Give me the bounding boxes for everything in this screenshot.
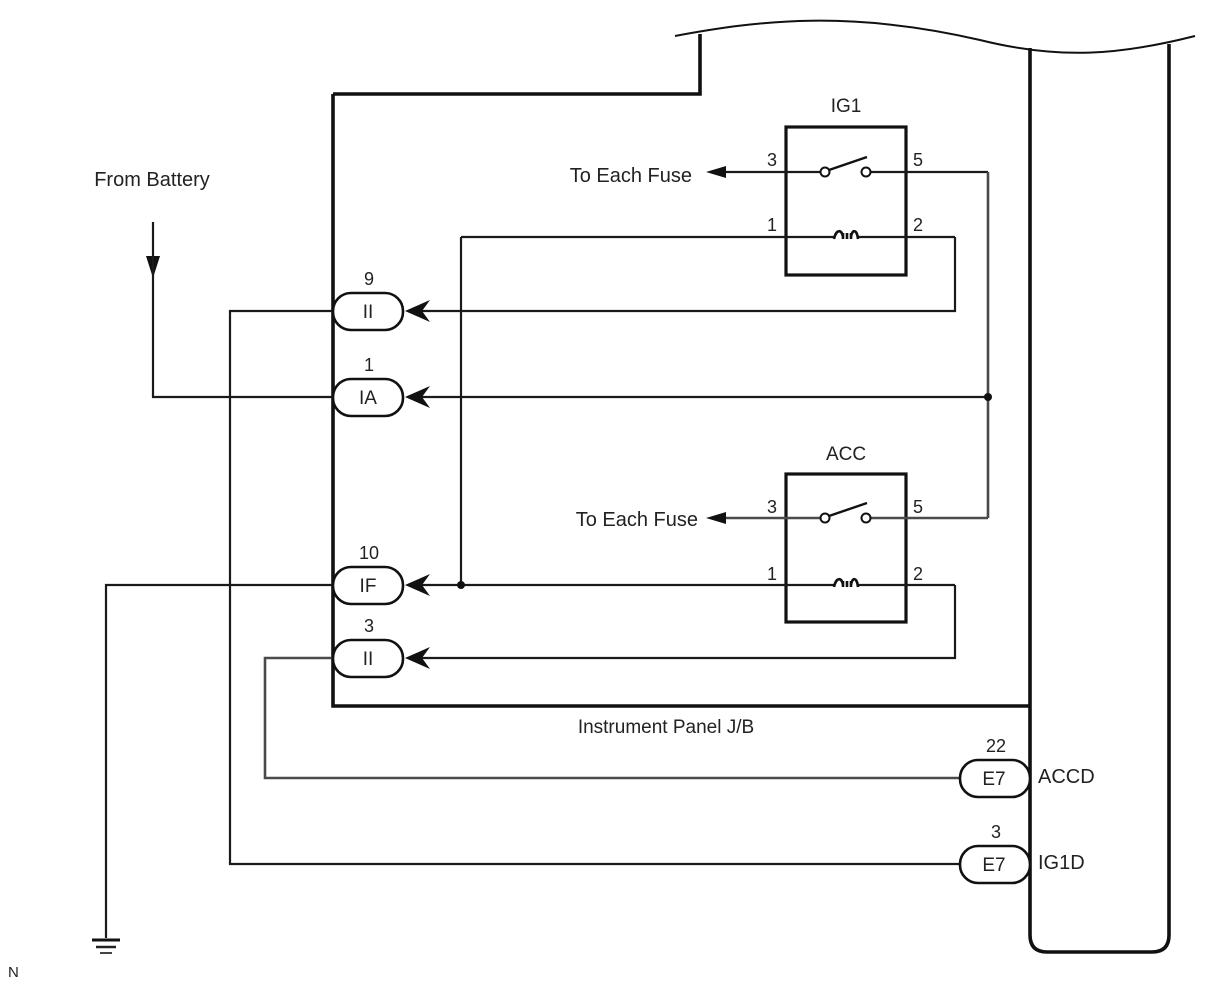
footer-code: N	[8, 964, 19, 981]
junction-block-outline	[331, 34, 1030, 708]
arrow-left-icon	[706, 166, 726, 178]
pin-label: 2	[913, 564, 923, 584]
pin-label: 5	[913, 150, 923, 170]
connector-pin: 1	[364, 355, 374, 375]
relay-ig1-name: IG1	[831, 96, 862, 117]
wire-accd	[263, 656, 962, 780]
relay-acc-name: ACC	[826, 444, 866, 465]
jb-connector: 1 IA	[331, 355, 430, 418]
connector-pin: 10	[359, 543, 379, 563]
relay-acc-box	[784, 472, 908, 624]
junction-block-label: Instrument Panel J/B	[578, 717, 754, 738]
pin-label: 2	[913, 215, 923, 235]
relay-acc-output-label: To Each Fuse	[576, 509, 698, 531]
wire-ground	[104, 583, 333, 938]
switch-blade	[828, 501, 868, 518]
switch-blade	[828, 155, 868, 172]
connector-code: E7	[982, 855, 1005, 876]
pin-label: 3	[767, 150, 777, 170]
ecu-signal-label: IG1D	[1038, 852, 1085, 874]
ground-icon	[92, 938, 120, 954]
torn-edge	[674, 19, 1196, 54]
arrow-left-icon	[706, 512, 726, 524]
junction-dot	[984, 393, 992, 401]
connector-pin: 22	[986, 736, 1006, 756]
connector-arrow-icon	[405, 386, 430, 408]
wire-ig1d	[228, 309, 962, 866]
relay-acc: ACC To Each Fuse 3 5 1 2	[420, 444, 988, 624]
relay-ig1: IG1 To Each Fuse 3 5 1 2	[461, 96, 988, 277]
junction-dot	[457, 581, 465, 589]
connector-pin: 9	[364, 269, 374, 289]
connector-code: II	[363, 649, 374, 670]
ecu-signal-label: ACCD	[1038, 766, 1095, 788]
connector-code: II	[363, 302, 374, 323]
ecu-body-outline	[1028, 44, 1171, 954]
switch-contact	[860, 512, 872, 524]
switch-contact	[819, 166, 831, 178]
relay-ig1-output-label: To Each Fuse	[570, 165, 692, 187]
wire-ii-9	[420, 237, 957, 313]
jb-connector: 10 IF	[331, 543, 430, 606]
jb-connector: 9 II	[331, 269, 430, 332]
connector-pin: 3	[364, 616, 374, 636]
connector-code: IA	[359, 388, 377, 409]
ecu-connector-accd: 22 E7 ACCD	[958, 736, 1095, 799]
wire-ii-3	[420, 585, 957, 660]
pin-label: 3	[767, 497, 777, 517]
switch-contact	[860, 166, 872, 178]
connector-arrow-icon	[405, 300, 430, 322]
connector-code: E7	[982, 769, 1005, 790]
coil-icon	[832, 577, 860, 588]
pin-label: 5	[913, 497, 923, 517]
connector-pin: 3	[991, 822, 1001, 842]
connector-code: IF	[360, 576, 377, 597]
pin-label: 1	[767, 564, 777, 584]
relay-ig1-box	[784, 125, 908, 277]
pin-label: 1	[767, 215, 777, 235]
ecu-connector-ig1d: 3 E7 IG1D	[958, 822, 1085, 885]
switch-contact	[819, 512, 831, 524]
connector-arrow-icon	[405, 647, 430, 669]
jb-connector: 3 II	[331, 616, 430, 679]
coil-icon	[832, 229, 860, 240]
wire-battery	[151, 222, 333, 399]
connector-arrow-icon	[405, 574, 430, 596]
battery-label: From Battery	[94, 169, 210, 191]
